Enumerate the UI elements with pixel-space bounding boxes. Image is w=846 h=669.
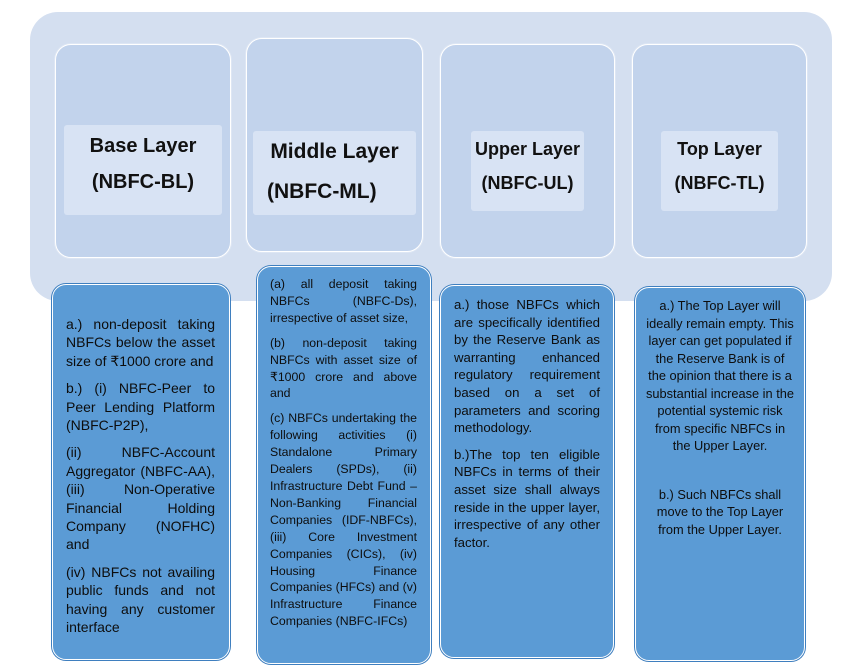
description-paragraph: (b) non-deposit taking NBFCs with asset … bbox=[270, 335, 417, 401]
layer-name: Middle Layer bbox=[270, 140, 399, 163]
layer-code: (NBFC-TL) bbox=[674, 173, 765, 193]
layer-title-box: Middle Layer (NBFC-ML) bbox=[253, 131, 416, 215]
description-paragraph: b.) (i) NBFC-Peer to Peer Lending Platfo… bbox=[66, 380, 215, 434]
layer-description-middle: (a) all deposit taking NBFCs (NBFC-Ds), … bbox=[257, 266, 431, 664]
layer-card-middle: Middle Layer (NBFC-ML) bbox=[246, 38, 423, 252]
layer-description-base: a.) non-deposit taking NBFCs below the a… bbox=[52, 284, 230, 660]
layer-name: Top Layer bbox=[677, 139, 762, 159]
layer-card-top: Top Layer (NBFC-TL) bbox=[632, 44, 807, 258]
layer-code: (NBFC-UL) bbox=[481, 173, 574, 193]
layer-name: Base Layer bbox=[89, 135, 197, 157]
description-paragraph: b.) Such NBFCs shall move to the Top Lay… bbox=[656, 486, 784, 537]
layer-title-box: Base Layer (NBFC-BL) bbox=[64, 125, 222, 215]
layer-title-box: Top Layer (NBFC-TL) bbox=[661, 131, 778, 211]
layer-card-base: Base Layer (NBFC-BL) bbox=[55, 44, 231, 258]
layer-description-upper: a.) those NBFCs which are specifically i… bbox=[440, 285, 614, 658]
description-paragraph: a.) The Top Layer will ideally remain em… bbox=[646, 298, 794, 453]
description-paragraph: b.)The top ten eligible NBFCs in terms o… bbox=[454, 446, 600, 550]
layer-title-box: Upper Layer (NBFC-UL) bbox=[471, 131, 584, 211]
layer-code: (NBFC-BL) bbox=[91, 171, 195, 193]
layer-description-top: a.) The Top Layer will ideally remain em… bbox=[635, 287, 805, 661]
description-paragraph: a.) non-deposit taking NBFCs below the a… bbox=[66, 316, 215, 369]
layer-code: (NBFC-ML) bbox=[267, 180, 377, 203]
description-paragraph: a.) those NBFCs which are specifically i… bbox=[454, 297, 600, 436]
description-paragraph: (iv) NBFCs not availing public funds and… bbox=[66, 563, 215, 636]
description-paragraph: (c) NBFCs undertaking the following acti… bbox=[270, 411, 417, 629]
layer-name: Upper Layer bbox=[474, 139, 581, 159]
layer-card-upper: Upper Layer (NBFC-UL) bbox=[440, 44, 615, 258]
description-paragraph: (ii) NBFC-Account Aggregator (NBFC-AA), … bbox=[66, 444, 215, 553]
description-paragraph: (a) all deposit taking NBFCs (NBFC-Ds), … bbox=[270, 277, 417, 325]
